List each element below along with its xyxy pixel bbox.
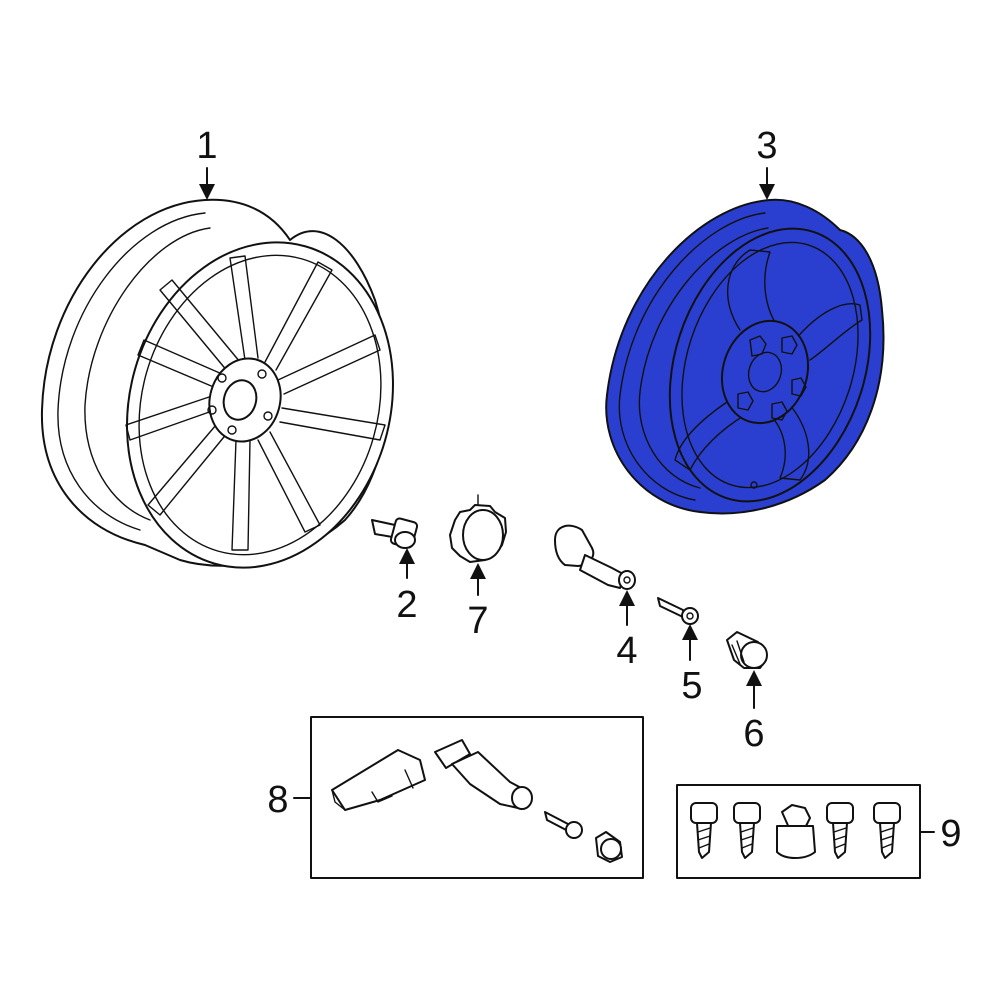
lock-bolt-4 <box>873 802 901 859</box>
lock-bolt-2 <box>733 802 761 859</box>
alloy-wheel[interactable] <box>40 198 431 600</box>
callout-3: 3 <box>756 125 777 167</box>
callout-8: 8 <box>267 779 288 821</box>
locking-bolt-set-box[interactable] <box>676 784 921 879</box>
valve-core[interactable] <box>657 597 699 625</box>
callout-5: 5 <box>681 665 702 707</box>
callout-4: 4 <box>616 630 637 672</box>
callout-2: 2 <box>396 584 417 626</box>
lug-bolt[interactable] <box>371 517 419 549</box>
valve-cap[interactable] <box>726 631 768 669</box>
callout-6: 6 <box>743 713 764 755</box>
lock-nut-key <box>776 804 816 859</box>
callout-1: 1 <box>196 125 217 167</box>
callout-9: 9 <box>940 813 961 855</box>
tpms-kit-box[interactable] <box>310 716 644 879</box>
tire-valve[interactable] <box>554 524 636 590</box>
lock-bolt-1 <box>690 802 718 859</box>
center-cap[interactable] <box>449 494 507 563</box>
leader-lines <box>199 167 935 833</box>
callout-7: 7 <box>467 600 488 642</box>
spare-wheel[interactable] <box>605 198 903 528</box>
lock-bolt-3 <box>826 802 854 859</box>
